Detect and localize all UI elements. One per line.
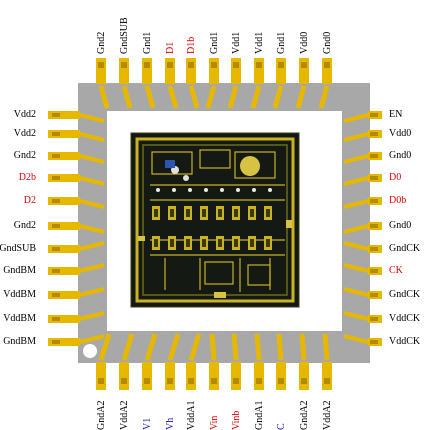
- pin-top-9: [276, 58, 286, 84]
- pin-bottom-5: [186, 362, 196, 390]
- pin-label-top-1: Gnd2: [96, 31, 107, 54]
- pin-label-top-11: Gnd0: [322, 31, 333, 54]
- pin-label-right-8: CK: [389, 265, 403, 276]
- pin-top-6: [209, 58, 219, 84]
- pin-label-right-3: Gnd0: [389, 150, 412, 161]
- pin-label-top-4: D1: [165, 41, 176, 54]
- pin-right-8: [368, 267, 382, 275]
- pin-label-right-11: VddCK: [389, 336, 421, 347]
- pin-right-4: [368, 174, 382, 182]
- pin-label-bottom-11: VddA2: [322, 400, 333, 430]
- pin-label-bottom-8: GndA1: [254, 400, 265, 430]
- pin-left-6: [48, 222, 80, 230]
- pin-label-right-9: GndCK: [389, 289, 421, 300]
- pin-top-4: [165, 58, 175, 84]
- pin-right-10: [368, 315, 382, 323]
- pin1-marker: [83, 344, 97, 358]
- pin-bottom-11: [322, 362, 332, 390]
- pin-left-3: [48, 152, 80, 160]
- pin-label-right-4: D0: [389, 172, 402, 183]
- pin-left-8: [48, 267, 80, 275]
- pin-label-right-7: GndCK: [389, 243, 421, 254]
- pin-label-bottom-2: VddA2: [119, 400, 130, 430]
- pin-label-left-10: VddBM: [3, 313, 36, 324]
- pin-label-right-6: Gnd0: [389, 220, 412, 231]
- pin-label-left-7: GndSUB: [0, 243, 36, 254]
- pin-label-right-10: VddCK: [389, 313, 421, 324]
- pin-right-1: [368, 111, 382, 119]
- pin-bottom-9: [276, 362, 286, 390]
- pin-label-left-9: VddBM: [3, 289, 36, 300]
- pin-label-left-2: Vdd2: [13, 128, 36, 139]
- pin-label-top-5: D1b: [186, 36, 197, 54]
- pin-label-top-9: Gnd1: [276, 31, 287, 54]
- pin-label-bottom-1: GndA2: [96, 400, 107, 430]
- pin-top-10: [299, 58, 309, 84]
- pin-top-2: [119, 58, 129, 84]
- pin-bottom-7: [231, 362, 241, 390]
- pin-left-9: [48, 291, 80, 299]
- pin-top-3: [142, 58, 152, 84]
- bond-wires: [79, 85, 369, 361]
- pin-right-2: [368, 130, 382, 138]
- pin-right-11: [368, 338, 382, 346]
- pin-bottom-1: [96, 362, 106, 390]
- pin-left-10: [48, 315, 80, 323]
- die-micrograph: [130, 132, 300, 308]
- pin-label-bottom-5: VddA1: [186, 400, 197, 430]
- pin-top-1: [96, 58, 106, 84]
- pin-bottom-3: [142, 362, 152, 390]
- pin-left-5: [48, 197, 80, 205]
- pin-label-top-3: Gnd1: [142, 31, 153, 54]
- pin-right-9: [368, 291, 382, 299]
- pin-label-right-5: D0b: [389, 195, 407, 206]
- pin-top-11: [322, 58, 332, 84]
- pin-label-left-5: D2: [23, 195, 36, 206]
- pin-label-bottom-7: Vinb: [231, 410, 242, 430]
- pin-right-6: [368, 222, 382, 230]
- pin-left-2: [48, 130, 80, 138]
- pin-right-7: [368, 245, 382, 253]
- pin-label-bottom-6: Vin: [209, 415, 220, 430]
- pin-label-bottom-10: GndA2: [299, 400, 310, 430]
- pin-label-top-10: Vdd0: [299, 31, 310, 54]
- pin-bottom-10: [299, 362, 309, 390]
- pin-label-bottom-9: C: [276, 423, 287, 430]
- pin-right-5: [368, 197, 382, 205]
- pin-label-top-8: Vdd1: [254, 31, 265, 54]
- pin-label-top-2: GndSUB: [119, 17, 130, 54]
- pin-label-left-8: GndBM: [3, 265, 36, 276]
- pin-top-7: [231, 58, 241, 84]
- pin-label-top-6: Gnd1: [209, 31, 220, 54]
- pin-bottom-4: [165, 362, 175, 390]
- pin-label-left-4: D2b: [18, 172, 36, 183]
- pin-label-left-11: GndBM: [3, 336, 36, 347]
- pin-top-5: [186, 58, 196, 84]
- pin-left-1: [48, 111, 80, 119]
- pin-left-11: [48, 338, 80, 346]
- lead-frame: [48, 58, 382, 390]
- pin-top-8: [254, 58, 264, 84]
- pin-label-left-1: Vdd2: [13, 109, 36, 120]
- pin-label-bottom-4: Vh: [165, 417, 176, 430]
- pin-right-3: [368, 152, 382, 160]
- pin-bottom-6: [209, 362, 219, 390]
- pin-label-right-1: EN: [389, 109, 403, 120]
- pin-left-4: [48, 174, 80, 182]
- pin-label-top-7: Vdd1: [231, 31, 242, 54]
- pin-label-left-3: Gnd2: [13, 150, 36, 161]
- pin-bottom-8: [254, 362, 264, 390]
- pin-bottom-2: [119, 362, 129, 390]
- pin-left-7: [48, 245, 80, 253]
- pin-label-left-6: Gnd2: [13, 220, 36, 231]
- pin-label-bottom-3: V1: [142, 417, 153, 430]
- pin-label-right-2: Vdd0: [389, 128, 412, 139]
